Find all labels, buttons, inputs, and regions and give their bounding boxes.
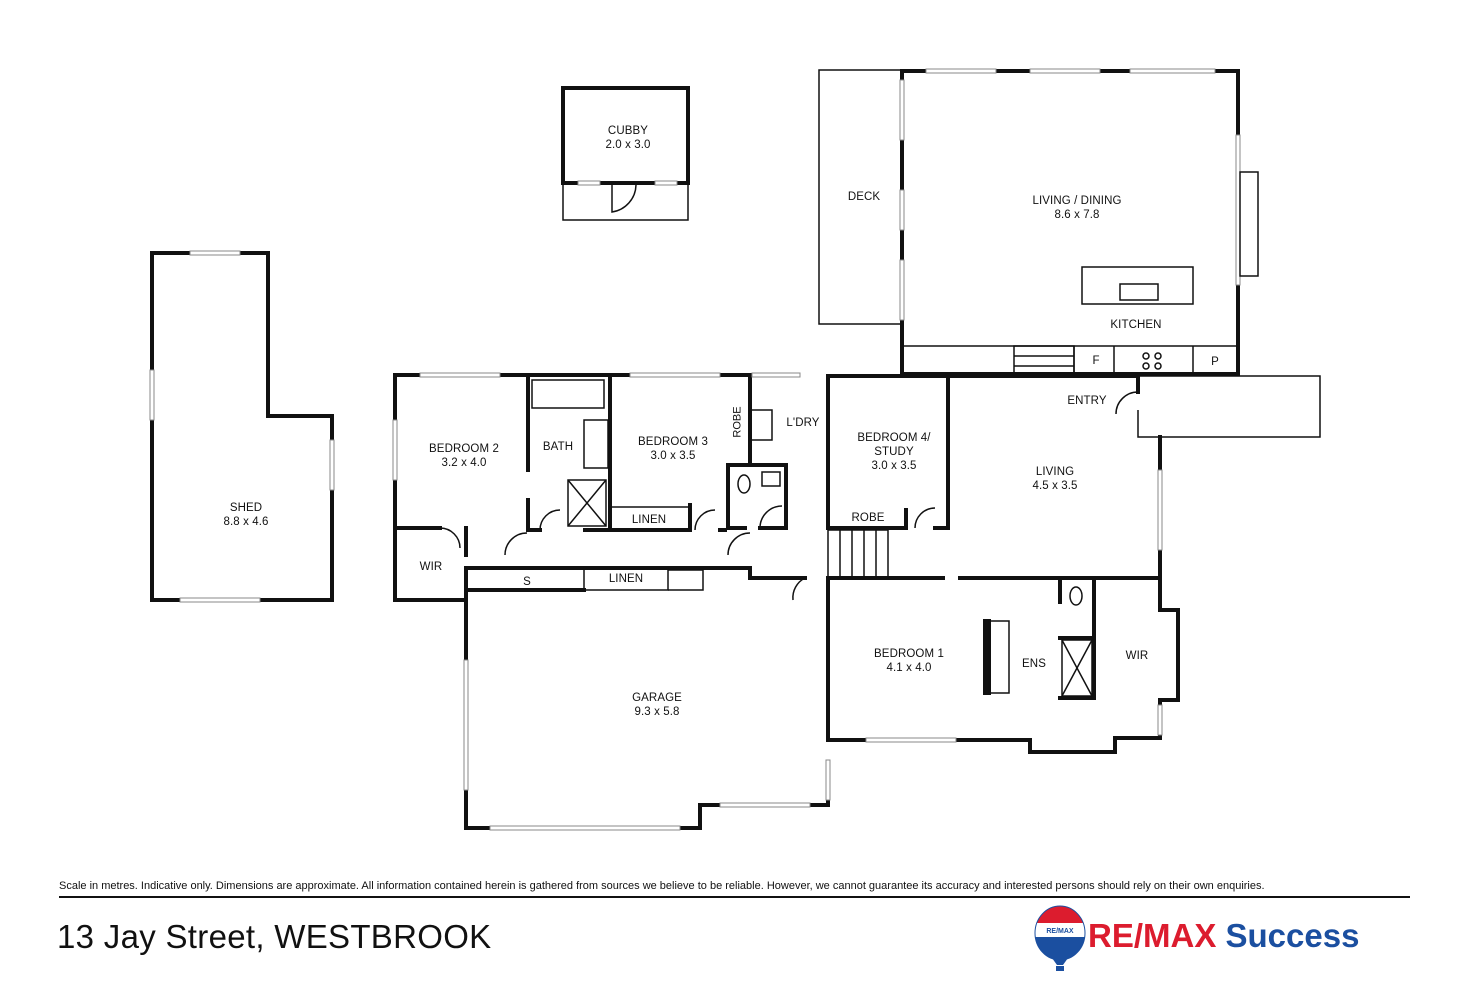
- room-dimensions: 3.2 x 4.0: [441, 457, 487, 469]
- room-label-linen-lower: LINEN: [609, 572, 643, 586]
- room-label-storage: S: [523, 575, 531, 589]
- room-label-fridge: F: [1092, 354, 1099, 368]
- room-name: S: [523, 576, 531, 588]
- room-label-cubby: CUBBY 2.0 x 3.0: [605, 124, 650, 152]
- room-name: LIVING / DINING: [1032, 195, 1122, 207]
- room-name: WIR: [419, 561, 443, 573]
- room-name: LIVING: [1035, 466, 1075, 478]
- room-name: SHED: [229, 502, 263, 514]
- footer-divider: [59, 896, 1410, 898]
- room-label-bedroom-1: BEDROOM 1 4.1 x 4.0: [874, 647, 944, 675]
- room-label-robe-bed4: ROBE: [852, 511, 885, 525]
- room-name: BEDROOM 3: [638, 436, 708, 448]
- brand-wordmark: RE/MAX Success: [1088, 917, 1359, 955]
- room-name: BEDROOM 4/: [857, 432, 931, 444]
- room-name: DECK: [847, 191, 881, 203]
- room-label-garage: GARAGE 9.3 x 5.8: [632, 691, 682, 719]
- room-name: L'DRY: [786, 417, 820, 429]
- room-name: ENS: [1022, 658, 1046, 670]
- room-name: LINEN: [608, 573, 644, 585]
- room-label-ensuite: ENS: [1022, 657, 1046, 671]
- room-label-linen-upper: LINEN: [632, 513, 666, 527]
- room-dimensions: 3.0 x 3.5: [650, 450, 696, 462]
- room-name: GARAGE: [632, 692, 682, 704]
- brand-success: Success: [1225, 917, 1360, 954]
- room-label-robe-vertical: ROBE: [731, 406, 744, 438]
- master-suite-structure: [826, 576, 1180, 754]
- room-dimensions: 9.3 x 5.8: [634, 706, 680, 718]
- room-name: WIR: [1125, 650, 1149, 662]
- brand-remax: RE/MAX: [1088, 917, 1217, 954]
- room-label-entry: ENTRY: [1067, 394, 1106, 408]
- room-label-pantry: P: [1211, 355, 1219, 369]
- room-label-bedroom-4: BEDROOM 4/ STUDY 3.0 x 3.5: [857, 431, 930, 473]
- room-label-wir-right: WIR: [1126, 649, 1149, 663]
- room-name: BEDROOM 2: [429, 443, 499, 455]
- remax-balloon-logo: RE/MAX: [1034, 905, 1086, 971]
- room-name: F: [1092, 355, 1100, 367]
- room-label-kitchen: KITCHEN: [1110, 318, 1161, 332]
- living-dining-structure: [899, 68, 1259, 376]
- room-label-living: LIVING 4.5 x 3.5: [1032, 465, 1077, 493]
- room-label-living-dining: LIVING / DINING 8.6 x 7.8: [1032, 194, 1121, 222]
- room-name: LINEN: [631, 514, 667, 526]
- room-label-laundry: L'DRY: [786, 416, 819, 430]
- room-name: ENTRY: [1067, 395, 1107, 407]
- room-label-shed: SHED 8.8 x 4.6: [223, 501, 268, 529]
- room-name: KITCHEN: [1110, 319, 1162, 331]
- balloon-text: RE/MAX: [1046, 928, 1074, 935]
- room-label-bedroom-2: BEDROOM 2 3.2 x 4.0: [429, 442, 499, 470]
- room-dimensions: 3.0 x 3.5: [871, 460, 917, 472]
- room-name: P: [1211, 356, 1219, 368]
- room-name: BEDROOM 1: [874, 648, 944, 660]
- room-name: CUBBY: [607, 125, 649, 137]
- room-dimensions: 4.5 x 3.5: [1032, 480, 1078, 492]
- room-name: BATH: [542, 441, 574, 453]
- shed-structure: [149, 250, 335, 603]
- room-dimensions: 8.8 x 4.6: [223, 516, 269, 528]
- room-name-line-2: STUDY: [874, 446, 914, 458]
- cubby-structure: [561, 86, 690, 221]
- room-dimensions: 4.1 x 4.0: [886, 662, 932, 674]
- room-label-bath: BATH: [543, 440, 573, 454]
- room-label-bedroom-3: BEDROOM 3 3.0 x 3.5: [638, 435, 708, 463]
- room-label-wir-left: WIR: [420, 560, 443, 574]
- room-name: ROBE: [851, 512, 885, 524]
- room-label-deck: DECK: [848, 190, 880, 204]
- room-dimensions: 2.0 x 3.0: [605, 139, 651, 151]
- property-address: 13 Jay Street, WESTBROOK: [57, 918, 492, 955]
- disclaimer-text: Scale in metres. Indicative only. Dimens…: [59, 880, 1265, 892]
- room-dimensions: 8.6 x 7.8: [1054, 209, 1100, 221]
